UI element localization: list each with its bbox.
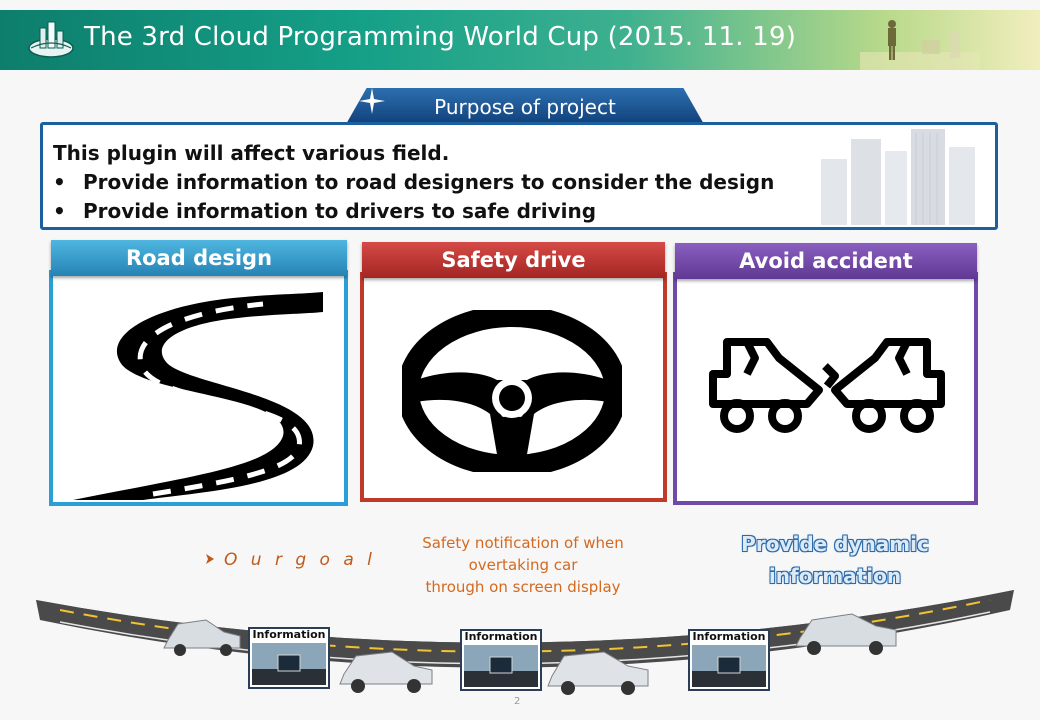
dashboard-display-image <box>692 645 766 687</box>
bullet-text: Provide information to road designers to… <box>83 170 775 194</box>
safety-caption: Safety notification of when overtaking c… <box>395 532 651 598</box>
card-title-safety-drive: Safety drive <box>362 242 665 278</box>
dynamic-caption-line: Provide dynamic <box>741 532 929 556</box>
purpose-label: Purpose of project <box>434 95 616 119</box>
road-icon <box>73 292 323 500</box>
cloud-logo-icon <box>28 21 74 58</box>
info-box: This plugin will affect various field. •… <box>40 122 998 230</box>
our-goal-label: O u r g o a l <box>224 550 376 570</box>
businessman-silhouette-icon <box>860 20 980 70</box>
info-display-panel: Information <box>460 629 542 691</box>
card-title-road-design: Road design <box>51 240 347 276</box>
info-panel-label: Information <box>464 630 538 643</box>
safety-caption-line: overtaking car <box>468 556 578 574</box>
car-icon <box>795 613 897 655</box>
steering-wheel-icon <box>402 310 622 472</box>
info-display-panel: Information <box>248 627 330 689</box>
info-panel-label: Information <box>252 628 326 641</box>
car-icon <box>339 651 433 693</box>
car-icon <box>163 619 241 656</box>
info-lead-text: This plugin will affect various field. <box>53 141 450 165</box>
dynamic-caption-line: information <box>768 564 902 588</box>
bullet-marker: • <box>53 170 66 194</box>
bullet-text: Provide information to drivers to safe d… <box>83 199 597 223</box>
card-title-avoid-accident: Avoid accident <box>675 243 977 279</box>
card-avoid-accident <box>673 272 978 505</box>
card-safety-drive <box>360 272 667 502</box>
car-crash-icon <box>709 338 945 433</box>
city-skyline-graphic <box>821 129 975 225</box>
header-bar: The 3rd Cloud Programming World Cup (201… <box>0 10 1040 70</box>
info-bullet-drivers: • Provide information to drivers to safe … <box>53 199 596 223</box>
bullet-marker: • <box>53 199 66 223</box>
safety-caption-line: through on screen display <box>425 578 621 596</box>
dashboard-display-image <box>252 643 326 685</box>
info-bullet-road-designers: • Provide information to road designers t… <box>53 170 774 194</box>
info-display-panel: Information <box>688 629 770 691</box>
car-icon <box>547 651 649 695</box>
info-panel-label: Information <box>692 630 766 643</box>
dashboard-display-image <box>464 645 538 687</box>
sparkle-icon <box>359 88 385 114</box>
safety-caption-line: Safety notification of when <box>422 534 624 552</box>
page-title: The 3rd Cloud Programming World Cup (201… <box>84 22 797 52</box>
chevron-right-icon <box>206 554 214 564</box>
card-road-design <box>49 270 348 506</box>
dynamic-info-caption: Provide dynamic information <box>730 528 940 592</box>
purpose-tab: Purpose of project <box>345 88 705 126</box>
page-number: 2 <box>514 696 521 707</box>
